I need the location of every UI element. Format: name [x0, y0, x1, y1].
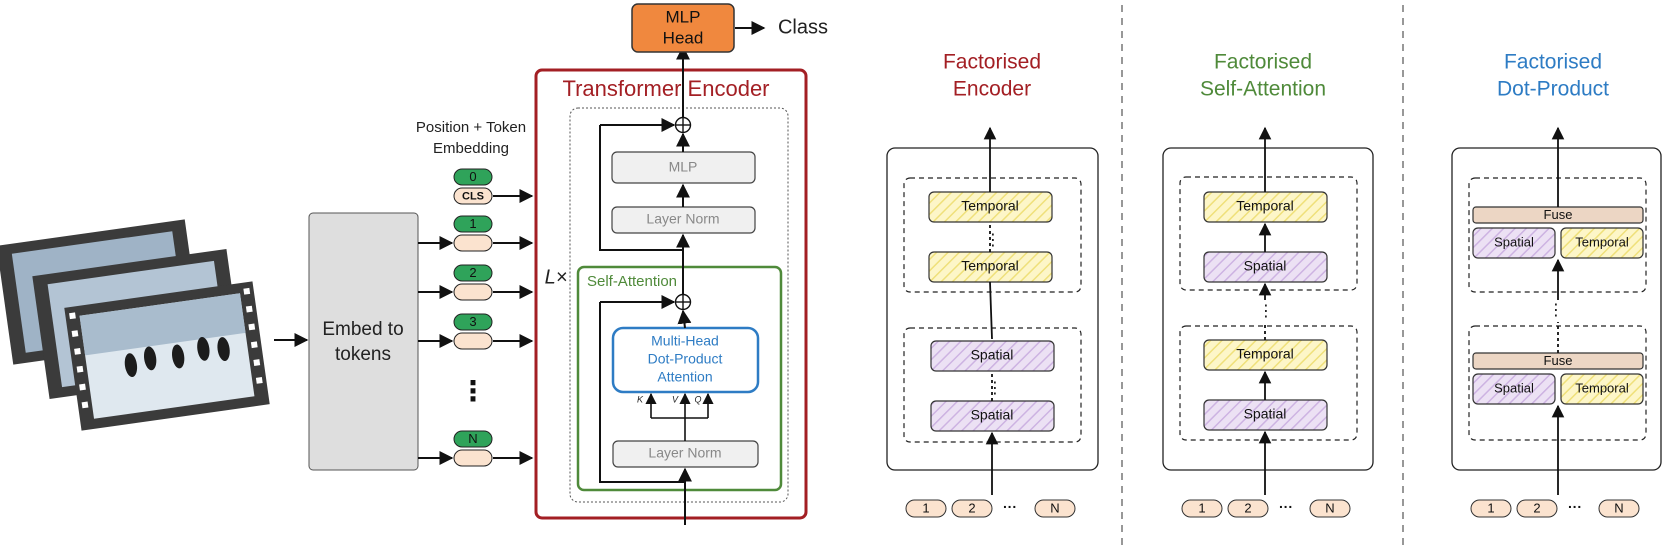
spatial-block: [1472, 227, 1556, 259]
layer-norm-bottom-label: Layer Norm: [648, 445, 721, 461]
token-2: 2: [418, 264, 534, 301]
token-id: N: [1050, 500, 1059, 515]
temporal-label: Temporal: [1236, 198, 1294, 214]
mhdpa-line2: Dot-Product: [648, 351, 723, 367]
token-id: 2: [469, 265, 476, 280]
panel-token-row: 1 2 ··· N: [905, 499, 1076, 518]
panel-title-line1: Factorised: [1504, 51, 1602, 74]
fuse-label: Fuse: [1544, 353, 1573, 368]
encoder-layer-dotted: [569, 107, 789, 503]
temporal-label: Temporal: [1236, 346, 1294, 362]
panel-outer-box: [1451, 147, 1662, 471]
panel-outer-box: [1162, 147, 1374, 471]
token-id: N: [1325, 500, 1334, 515]
token-id: 2: [968, 500, 975, 515]
q-label: Q: [694, 394, 701, 404]
temporal-label: Temporal: [1575, 234, 1629, 249]
spatial-block: [1472, 373, 1556, 405]
top-dashed-block: [1179, 176, 1358, 291]
token-ellipsis: ···: [1279, 499, 1293, 515]
spatial-block: [930, 340, 1055, 372]
token-cls: 0 CLS: [453, 168, 534, 205]
bottom-dashed-block: [1179, 325, 1358, 441]
token-vertical-ellipsis: ⋮: [459, 375, 487, 406]
spatial-label: Spatial: [971, 347, 1014, 363]
token-3: 3: [418, 313, 534, 350]
panel-title-line2: Self-Attention: [1200, 78, 1326, 101]
token-1: 1: [418, 215, 534, 252]
embed-to-tokens-box: Embed to tokens: [308, 212, 419, 471]
mhdpa-line1: Multi-Head: [651, 333, 719, 349]
mlp-label: MLP: [669, 159, 698, 175]
embedding-label-line1: Position + Token: [416, 119, 526, 136]
encoder-flow-arrows: [599, 45, 692, 525]
self-attention-frame: [576, 265, 783, 492]
panel-title-line1: Factorised: [943, 51, 1041, 74]
token-id: 1: [1198, 500, 1205, 515]
encoder-frame: [534, 68, 808, 520]
layer-norm-top-label: Layer Norm: [646, 211, 719, 227]
cls-label: CLS: [462, 190, 484, 202]
k-label: K: [637, 394, 644, 404]
token-id: 2: [1533, 500, 1540, 515]
spatial-label: Spatial: [1494, 380, 1534, 395]
token-id: N: [1614, 500, 1623, 515]
video-frames: [0, 219, 270, 431]
dots: ⋮: [985, 232, 1001, 249]
panel-title-line1: Factorised: [1214, 51, 1312, 74]
token-column: 0 CLS 1 2 3 ⋮ N: [418, 168, 534, 467]
class-label: Class: [778, 16, 828, 38]
panel-token-row: 1 2 ··· N: [1470, 499, 1640, 518]
mlp-head-line2: Head: [663, 28, 704, 47]
token-n: N: [418, 430, 534, 467]
panel-token-row: 1 2 ··· N: [1181, 499, 1351, 518]
fuse-label: Fuse: [1544, 207, 1573, 222]
top-dashed-block: [903, 177, 1082, 293]
temporal-block: [1560, 227, 1644, 259]
dots: ⋮: [1548, 302, 1564, 319]
temporal-block: [1560, 373, 1644, 405]
spatial-label: Spatial: [1494, 234, 1534, 249]
transformer-encoder: Transformer Encoder L× MLP Layer Norm Se…: [534, 45, 808, 525]
mhdpa-line3: Attention: [657, 369, 712, 385]
embed-label-line2: tokens: [335, 344, 391, 365]
panel-factorised-dot-product: Factorised Dot-Product Fuse Spatial Temp…: [1451, 51, 1662, 518]
temporal-label: Temporal: [961, 198, 1019, 214]
panel-factorised-self-attention: Factorised Self-Attention Temporal Spati…: [1162, 51, 1374, 518]
self-attention-label: Self-Attention: [587, 273, 677, 290]
repeat-label: L×: [545, 266, 568, 288]
kvq-arrows: [645, 392, 714, 441]
token-id: 3: [469, 314, 476, 329]
spatial-label: Spatial: [971, 407, 1014, 423]
token-id: 1: [1487, 500, 1494, 515]
token-id: 0: [469, 169, 476, 184]
dots: ⋮: [987, 380, 1003, 397]
embed-label-line1: Embed to: [322, 319, 403, 340]
panel-title-line2: Dot-Product: [1497, 78, 1609, 101]
v-label: V: [672, 394, 679, 404]
token-id: 1: [469, 216, 476, 231]
token-id: 1: [922, 500, 929, 515]
mhdpa-box: [611, 326, 760, 394]
token-ellipsis: ···: [1568, 499, 1582, 515]
token-id: 2: [1244, 500, 1251, 515]
film-frame-front: [64, 281, 270, 431]
embedding-label-line2: Embedding: [433, 140, 509, 157]
mlp-head-line1: MLP: [666, 7, 701, 26]
panel-title-line2: Encoder: [953, 78, 1031, 101]
token-id: N: [468, 431, 477, 446]
spatial-label: Spatial: [1244, 258, 1287, 274]
token-ellipsis: ···: [1003, 499, 1017, 515]
mlp-head: MLP Head: [631, 3, 735, 53]
temporal-label: Temporal: [1575, 380, 1629, 395]
spatial-label: Spatial: [1244, 406, 1287, 422]
dots: ⋮: [1258, 303, 1274, 320]
panel-factorised-encoder: Factorised Encoder Temporal Temporal Spa…: [886, 51, 1099, 518]
temporal-label: Temporal: [961, 258, 1019, 274]
encoder-title: Transformer Encoder: [562, 76, 769, 101]
